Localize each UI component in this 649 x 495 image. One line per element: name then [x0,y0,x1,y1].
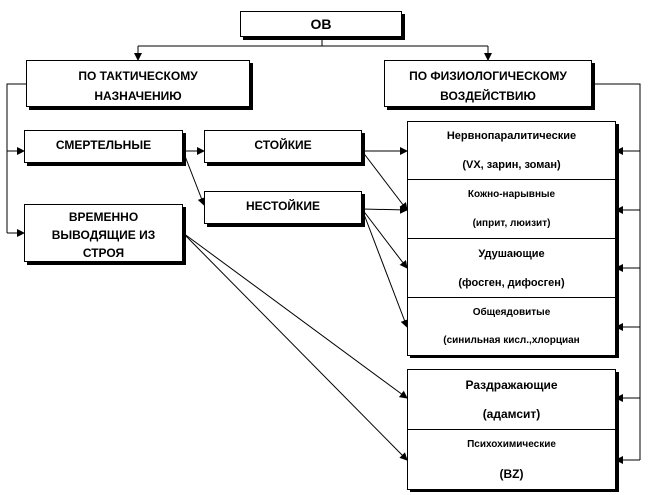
lethal-label: СМЕРТЕЛЬНЫЕ [55,138,152,152]
agent-psychochemical-examples: (BZ) [499,466,524,481]
persistent-label: СТОЙКИЕ [254,138,312,152]
temporary-agents-group: Раздражающие (адамсит) Психохимические (… [407,369,616,490]
agent-irritant: Раздражающие (адамсит) [407,369,616,430]
lethal-box: СМЕРТЕЛЬНЫЕ [24,130,183,163]
tactical-title: ПО ТАКТИЧЕСКОМУ НАЗНАЧЕНИЮ [78,69,198,103]
agent-choking: Удушающие (фосген, дифосген) [407,238,616,298]
agent-blister-name: Кожно-нарывные [467,189,556,200]
temporary-label: ВРЕМЕННО ВЫВОДЯЩИЕ ИЗ СТРОЯ [51,210,156,260]
agent-blister-examples: (иприт, люизит) [472,218,551,229]
agent-irritant-name: Раздражающие [465,377,558,392]
temporary-box: ВРЕМЕННО ВЫВОДЯЩИЕ ИЗ СТРОЯ [24,204,183,262]
root-label: ОВ [310,16,332,32]
nonpersistent-box: НЕСТОЙКИЕ [204,191,362,224]
agent-irritant-examples: (адамсит) [482,407,541,422]
lethal-agents-group: Нервнопаралитические (VX, зарин, зоман) … [407,121,616,356]
agent-blister: Кожно-нарывные (иприт, люизит) [407,179,616,239]
agent-blood: Общеядовитые (синильная кисл.,хлорциан [407,297,616,356]
agent-nerve-name: Нервнопаралитические [446,130,577,143]
physiological-title: ПО ФИЗИОЛОГИЧЕСКОМУ ВОЗДЕЙСТВИЮ [409,69,567,103]
agent-choking-name: Удушающие [478,247,545,260]
agent-psychochemical: Психохимические (BZ) [407,429,616,490]
agent-blood-examples: (синильная кисл.,хлорциан [443,335,580,347]
agent-choking-examples: (фосген, дифосген) [458,276,565,289]
physiological-title-box: ПО ФИЗИОЛОГИЧЕСКОМУ ВОЗДЕЙСТВИЮ [384,60,592,107]
agent-blood-name: Общеядовитые [472,306,551,318]
agent-psychochemical-name: Психохимические [467,438,556,450]
root-box: ОВ [240,11,402,37]
persistent-box: СТОЙКИЕ [204,130,362,163]
agent-nerve: Нервнопаралитические (VX, зарин, зоман) [407,121,616,180]
agent-nerve-examples: (VX, зарин, зоман) [462,158,561,171]
nonpersistent-label: НЕСТОЙКИЕ [246,199,320,213]
tactical-title-box: ПО ТАКТИЧЕСКОМУ НАЗНАЧЕНИЮ [26,60,250,107]
